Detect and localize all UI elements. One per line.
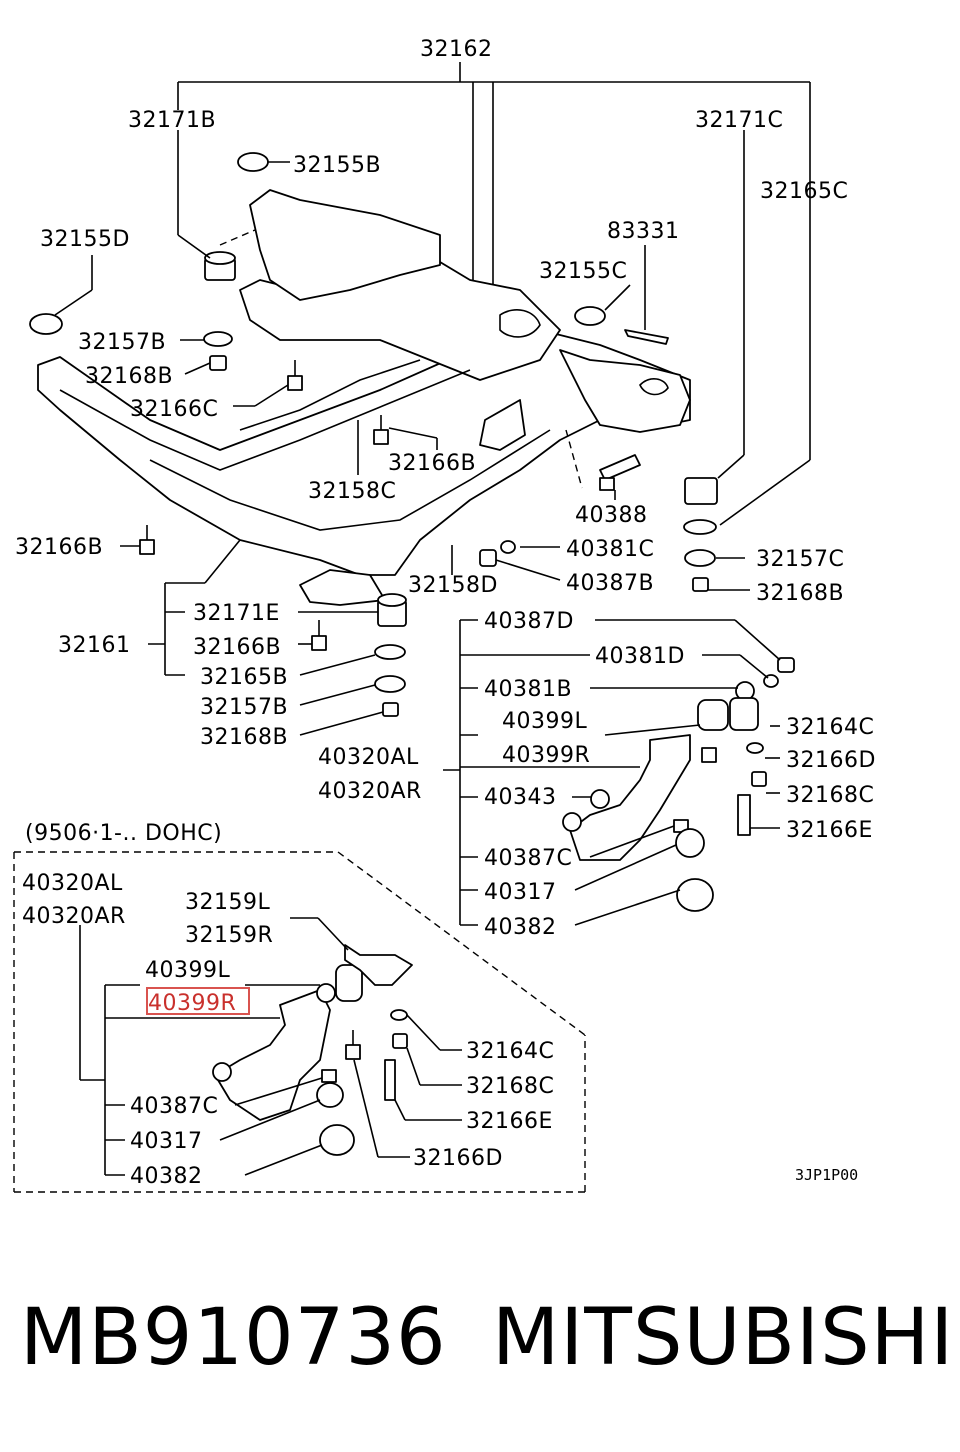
label-40387B: 40387B [566, 571, 654, 596]
subframe-crossmember [37, 189, 691, 606]
label-32168B-c: 32168B [200, 725, 288, 750]
main-leader-lines [54, 130, 781, 926]
label-32168B-a: 32168B [85, 364, 173, 389]
inset-label-32166D: 32166D [413, 1146, 503, 1171]
highlight-box [146, 987, 250, 1015]
label-32166B-b: 32166B [15, 535, 103, 560]
label-40320AR: 40320AR [318, 779, 422, 804]
brand-name: MITSUBISHI [492, 1293, 955, 1383]
label-40399L: 40399L [502, 709, 587, 734]
label-40387D: 40387D [484, 609, 574, 634]
part-number: MB910736 [20, 1293, 447, 1383]
inset-label-40320AL: 40320AL [22, 871, 123, 896]
inset-label-32159L: 32159L [185, 890, 270, 915]
label-32171C: 32171C [695, 108, 783, 133]
bracket-32162 [177, 62, 811, 526]
label-32165C: 32165C [760, 179, 848, 204]
inset-parts [212, 944, 413, 1156]
inset-label-40382: 40382 [130, 1164, 203, 1189]
inset-label-32164C: 32164C [466, 1039, 554, 1064]
inset-label-40317: 40317 [130, 1129, 203, 1154]
label-32166C: 32166C [130, 397, 218, 422]
inset-label-40399L: 40399L [145, 958, 230, 983]
label-32162: 32162 [420, 37, 493, 62]
label-40387C: 40387C [484, 846, 572, 871]
inset-frame [13, 851, 586, 1193]
inset-leader-lines [79, 917, 462, 1176]
footer: MB910736 MITSUBISHI [0, 1290, 960, 1400]
label-32157B-a: 32157B [78, 330, 166, 355]
inset-label-40387C: 40387C [130, 1094, 218, 1119]
label-32166D: 32166D [786, 748, 876, 773]
label-32157B-b: 32157B [200, 695, 288, 720]
label-32168C: 32168C [786, 783, 874, 808]
label-32171B: 32171B [128, 108, 216, 133]
label-32171E: 32171E [193, 601, 280, 626]
inset-label-40399R-highlighted: 40399R [148, 991, 236, 1016]
main-small-parts [29, 152, 795, 912]
label-40388: 40388 [575, 503, 648, 528]
label-40320AL: 40320AL [318, 745, 419, 770]
label-32155D: 32155D [40, 227, 130, 252]
label-83331: 83331 [607, 219, 680, 244]
main-labels: 32162 32171B 32171C 32165C 32155B 32155D… [15, 37, 876, 940]
label-40381B: 40381B [484, 677, 572, 702]
label-32158C: 32158C [308, 479, 396, 504]
label-32155B: 32155B [293, 153, 381, 178]
inset-label-32159R: 32159R [185, 923, 273, 948]
inset-label-40320AR: 40320AR [22, 904, 126, 929]
label-32166E: 32166E [786, 818, 873, 843]
label-40399R: 40399R [502, 743, 590, 768]
label-32155C: 32155C [539, 259, 627, 284]
inset-caption: (9506·1-.. DOHC) [25, 821, 222, 846]
label-32164C: 32164C [786, 715, 874, 740]
parts-diagram: 32162 32171B 32171C 32165C 32155B 32155D… [13, 37, 876, 1193]
label-40317: 40317 [484, 880, 557, 905]
inset-labels: (9506·1-.. DOHC) 40320AL 40320AR 32159L … [22, 821, 858, 1189]
label-32168B-b: 32168B [756, 581, 844, 606]
label-32165B: 32165B [200, 665, 288, 690]
inset-label-32168C: 32168C [466, 1074, 554, 1099]
label-32161: 32161 [58, 633, 131, 658]
inset-label-32166E: 32166E [466, 1109, 553, 1134]
label-32166B-a: 32166B [388, 451, 476, 476]
label-32166B-c: 32166B [193, 635, 281, 660]
diagram-code: 3JP1P00 [795, 1166, 858, 1184]
label-40381D: 40381D [595, 644, 685, 669]
label-40382: 40382 [484, 915, 557, 940]
label-40343: 40343 [484, 785, 557, 810]
label-32158D: 32158D [408, 573, 498, 598]
label-32157C: 32157C [756, 547, 844, 572]
label-40381C: 40381C [566, 537, 654, 562]
